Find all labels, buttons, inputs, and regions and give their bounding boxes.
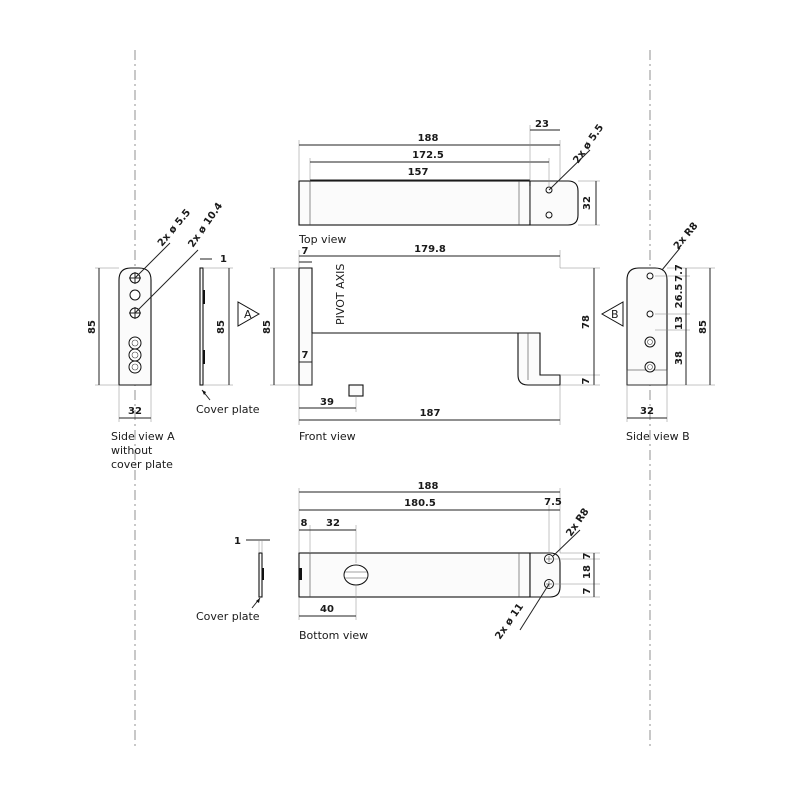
side-b-hole-icon bbox=[646, 310, 654, 318]
label-bottom-view: Bottom view bbox=[299, 629, 368, 642]
dim-side-b-26-5: 26.5 bbox=[674, 284, 685, 309]
dim-bot-8: 8 bbox=[301, 518, 308, 529]
cover-plate-bottom: 1 Cover plate bbox=[196, 536, 270, 623]
dim-top-23: 23 bbox=[535, 119, 549, 130]
dim-side-a-32: 32 bbox=[128, 406, 142, 417]
dim-cover-1: 1 bbox=[220, 254, 227, 265]
side-a-bolt-icon bbox=[128, 348, 142, 362]
dim-bot-188: 188 bbox=[418, 481, 439, 492]
marker-a: A bbox=[244, 308, 252, 321]
cover-plate-side: 1 85 Cover plate bbox=[196, 254, 260, 416]
dim-top-hole: 2x ø 5.5 bbox=[571, 123, 606, 166]
dim-front-78: 78 bbox=[581, 315, 592, 329]
label-side-a-1: Side view A bbox=[111, 430, 175, 443]
label-side-a-3: cover plate bbox=[111, 458, 173, 471]
dim-side-b-38: 38 bbox=[674, 351, 685, 365]
side-b-hole-icon bbox=[646, 272, 654, 280]
front-view: PIVOT AXIS 179.8 7 85 78 7 7 39 187 Fron… bbox=[237, 244, 624, 443]
dim-front-39: 39 bbox=[320, 397, 334, 408]
dim-top-32: 32 bbox=[582, 196, 593, 210]
side-a-bolt-icon bbox=[128, 336, 142, 350]
side-b-body bbox=[626, 267, 668, 386]
dim-bot-cover-1: 1 bbox=[234, 536, 241, 547]
dim-bot-7b: 7 bbox=[582, 587, 593, 594]
side-a-hole-icon bbox=[129, 289, 141, 301]
dim-bot-hole: 2x ø 11 bbox=[493, 602, 526, 642]
dim-bot-32: 32 bbox=[326, 518, 340, 529]
dim-cover-85: 85 bbox=[216, 320, 227, 334]
label-top-view: Top view bbox=[298, 233, 346, 246]
marker-b: B bbox=[611, 308, 619, 321]
label-side-a-2: without bbox=[111, 444, 153, 457]
front-view-body bbox=[298, 267, 561, 386]
label-front-view: Front view bbox=[299, 430, 356, 443]
dim-side-b-85: 85 bbox=[698, 320, 709, 334]
dim-top-188: 188 bbox=[418, 133, 439, 144]
label-pivot-axis: PIVOT AXIS bbox=[334, 264, 347, 325]
top-hole-icon bbox=[545, 211, 553, 219]
cover-plate-body bbox=[199, 267, 204, 386]
top-view-body bbox=[298, 180, 531, 226]
top-view-flange bbox=[529, 180, 579, 226]
dim-side-a-hole2: 2x ø 10.4 bbox=[186, 201, 225, 250]
dim-top-157: 157 bbox=[408, 167, 429, 178]
dim-side-a-85: 85 bbox=[87, 320, 98, 334]
side-a-bolt-icon bbox=[128, 360, 142, 374]
side-b-bolt-icon bbox=[644, 336, 656, 348]
bottom-view: 188 180.5 7.5 8 32 2x R8 7 18 7 40 2x ø … bbox=[298, 481, 600, 642]
side-view-a: 85 32 2x ø 5.5 2x ø 10.4 Side view A wit… bbox=[87, 201, 225, 471]
view-marker-a-icon bbox=[237, 301, 261, 327]
dim-bot-7a: 7 bbox=[582, 552, 593, 559]
dim-front-179-8: 179.8 bbox=[414, 244, 446, 255]
label-cover-plate: Cover plate bbox=[196, 403, 260, 416]
side-a-body bbox=[118, 267, 152, 386]
label-cover-plate-bottom: Cover plate bbox=[196, 610, 260, 623]
dim-bot-r8: 2x R8 bbox=[564, 507, 591, 539]
view-marker-b-icon bbox=[600, 301, 624, 327]
dim-side-b-13: 13 bbox=[674, 316, 685, 330]
side-view-b: 2x R8 7.7 26.5 13 38 85 32 Side view B bbox=[626, 221, 715, 443]
dim-side-b-32: 32 bbox=[640, 406, 654, 417]
front-view-pivot-knob bbox=[348, 384, 364, 397]
cover-plate-bottom-body bbox=[258, 552, 263, 598]
dim-side-b-r8: 2x R8 bbox=[672, 221, 701, 252]
dim-front-187: 187 bbox=[420, 408, 441, 419]
label-side-b: Side view B bbox=[626, 430, 690, 443]
dim-bot-180-5: 180.5 bbox=[404, 498, 436, 509]
dim-side-b-7-7: 7.7 bbox=[674, 264, 685, 282]
dim-front-85: 85 bbox=[262, 320, 273, 334]
bottom-pivot-knob-icon bbox=[343, 564, 369, 586]
dim-bot-40: 40 bbox=[320, 604, 334, 615]
dim-front-7-top: 7 bbox=[302, 246, 309, 257]
dim-front-7-right: 7 bbox=[581, 377, 592, 384]
side-b-bolt-icon bbox=[644, 361, 656, 373]
dim-top-172-5: 172.5 bbox=[412, 150, 444, 161]
top-view: 188 172.5 157 23 2x ø 5.5 32 Top view bbox=[298, 119, 606, 246]
bottom-view-body bbox=[298, 552, 531, 598]
dim-bot-7-5: 7.5 bbox=[544, 497, 562, 508]
dim-bot-18: 18 bbox=[582, 565, 593, 579]
dim-front-7-inner: 7 bbox=[302, 350, 309, 361]
